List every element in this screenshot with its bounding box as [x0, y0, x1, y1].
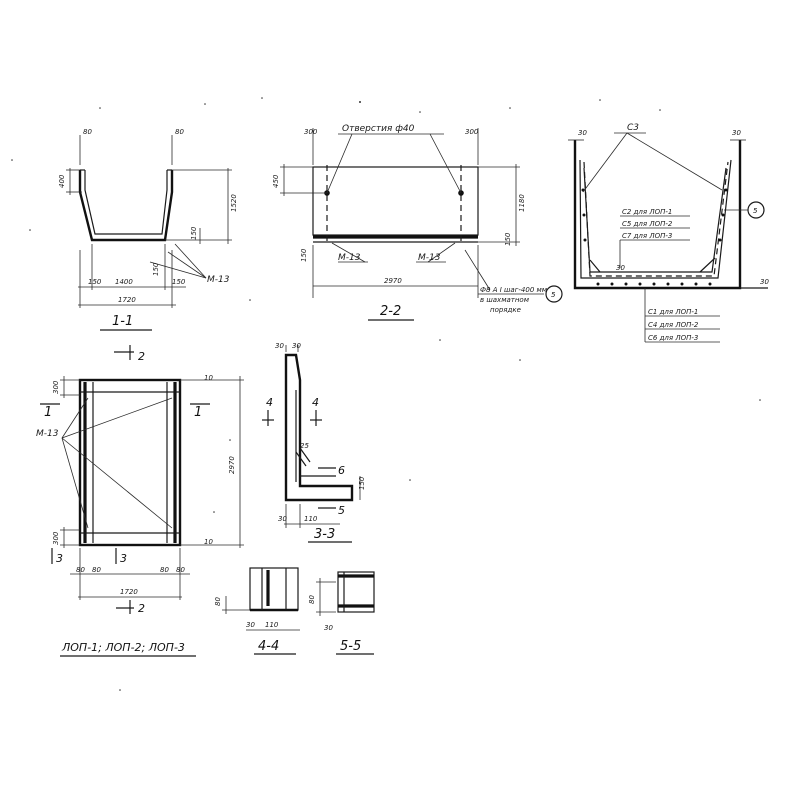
plan-dim-80-a: 80	[76, 566, 85, 574]
rebar-ref-5: 5	[753, 207, 758, 215]
section-title-5-5: 5-5	[340, 639, 361, 654]
callout-m13: М-13	[207, 275, 230, 285]
plan-dim-80-b: 80	[92, 566, 101, 574]
rebar-lower-3: С6 для ЛОП-3	[648, 334, 698, 342]
cut-2-bottom: 2	[138, 602, 145, 615]
dim-150-r: 150	[504, 232, 512, 246]
section-title-2-2: 2-2	[380, 304, 401, 319]
s33-cut-6: 6	[338, 464, 345, 477]
section-1-1: 80 80 400 1520 150 1400 150 1720 150 150…	[58, 128, 238, 331]
rebar-upper-1: С2 для ЛОП-1	[622, 208, 672, 216]
s55-dim-80: 80	[308, 595, 316, 604]
s44-dim-80: 80	[214, 597, 222, 606]
plan-view: М-13 1 1 2 2 3 3 300 2970 300 80 80 8	[36, 345, 244, 657]
rebar-section: С3 5 С2 для ЛОП-1 С5 для ЛОП-2 С7 для ЛО…	[568, 123, 769, 343]
rebar-dim-30-c: 30	[760, 278, 769, 286]
dim-300-left: 300	[304, 128, 318, 136]
note-line-1: Ф8 А I шаг-400 мм	[480, 286, 548, 294]
dim-1720: 1720	[118, 296, 136, 304]
note-line-3: порядке	[490, 306, 521, 314]
s33-dim-30-c: 30	[278, 515, 287, 523]
dim-150-l: 150	[300, 248, 308, 262]
dim-2970: 2970	[384, 277, 402, 285]
plan-dim-2970: 2970	[228, 456, 236, 474]
dim-80-right: 80	[175, 128, 184, 136]
dim-1400: 1400	[115, 278, 133, 286]
plan-dim-300-bottom: 300	[52, 531, 60, 545]
dim-450: 450	[272, 174, 280, 188]
section-title-4-4: 4-4	[258, 639, 279, 654]
s33-dim-25: 25	[300, 442, 309, 450]
rebar-dim-30-a: 30	[578, 129, 587, 137]
plan-dim-300-top: 300	[52, 380, 60, 394]
s33-cut-4-right: 4	[312, 396, 319, 409]
rebar-c3: С3	[627, 123, 639, 133]
rebar-dim-30-b: 30	[732, 129, 741, 137]
cut-3-mid: 3	[120, 552, 127, 565]
rebar-lower-2: С4 для ЛОП-2	[648, 321, 699, 329]
plan-dim-80-c: 80	[160, 566, 169, 574]
cut-1-right: 1	[194, 405, 202, 420]
section-2-2: 5 300 300 Отверстия ф40 450 1180 150 150…	[272, 124, 563, 321]
dim-400: 400	[58, 174, 66, 188]
s33-cut-4-left: 4	[266, 396, 273, 409]
dim-80-left: 80	[83, 128, 92, 136]
plan-dim-80-d: 80	[176, 566, 185, 574]
s44-dim-30: 30	[246, 621, 255, 629]
dim-1520: 1520	[230, 194, 238, 212]
svg-text:10: 10	[204, 538, 213, 546]
dim-150-right: 150	[172, 278, 186, 286]
s44-dim-110: 110	[265, 621, 279, 629]
section-title-3-3: 3-3	[314, 527, 335, 542]
plan-dim-10-a: 10	[204, 374, 213, 382]
dim-1180: 1180	[518, 194, 526, 212]
cut-3-left: 3	[56, 552, 63, 565]
section-3-3: 30 30 25 150 30 110 4 4 6 5 3-3	[262, 342, 366, 543]
s33-dim-30-a: 30	[275, 342, 284, 350]
hole-label: Отверстия ф40	[342, 124, 415, 134]
plan-callout-m13: М-13	[36, 429, 59, 439]
plan-title: ЛОП-1; ЛОП-2; ЛОП-3	[61, 641, 185, 654]
s55-dim-30: 30	[324, 624, 333, 632]
s33-dim-150: 150	[358, 476, 366, 490]
note-ref-5: 5	[551, 291, 556, 299]
rebar-dim-30-d: 30	[616, 264, 625, 272]
plan-dim-1720: 1720	[120, 588, 138, 596]
section-5-5: 80 30 5-5	[308, 571, 375, 655]
dim-150-b: 150	[152, 262, 160, 276]
cut-2-top: 2	[138, 350, 145, 363]
s33-dim-30-b: 30	[292, 342, 301, 350]
dim-150-a: 150	[190, 226, 198, 240]
dim-300-right: 300	[465, 128, 479, 136]
callout-m13-left: М-13	[338, 253, 361, 263]
s33-dim-110: 110	[304, 515, 318, 523]
rebar-upper-3: С7 для ЛОП-3	[622, 232, 672, 240]
s33-cut-5: 5	[338, 504, 345, 517]
scan-noise	[11, 97, 761, 691]
rebar-upper-2: С5 для ЛОП-2	[622, 220, 673, 228]
rebar-lower-1: С1 для ЛОП-1	[648, 308, 698, 316]
note-line-2: в шахматном	[480, 296, 530, 304]
section-4-4: 80 30 110 4-4	[214, 567, 300, 655]
section-title-1-1: 1-1	[112, 314, 133, 329]
cut-1-left: 1	[44, 405, 52, 420]
dim-150-left: 150	[88, 278, 102, 286]
callout-m13-right: М-13	[418, 253, 441, 263]
rebar-dots	[581, 188, 728, 286]
